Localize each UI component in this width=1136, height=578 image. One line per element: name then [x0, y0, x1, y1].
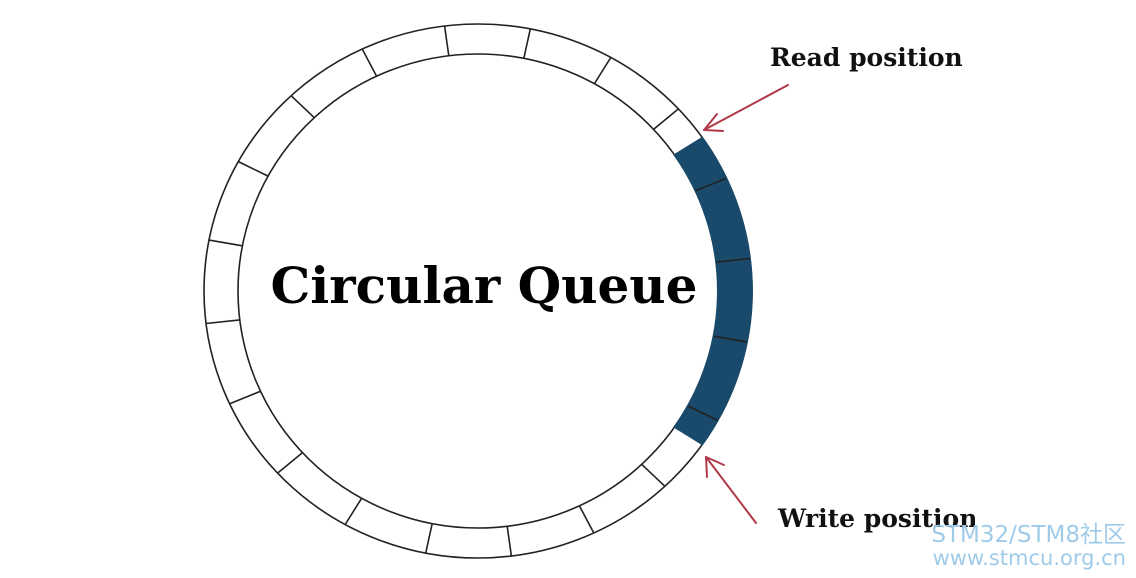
slot-divider-tick — [361, 48, 378, 77]
diagram-title: Circular Queue — [271, 256, 698, 315]
slot-divider-tick — [205, 319, 240, 325]
watermark-url: www.stmcu.org.cn — [933, 546, 1126, 570]
slot-divider-tick — [713, 335, 748, 343]
slot-divider-tick — [277, 451, 304, 474]
slot-divider-tick — [290, 95, 315, 119]
read-position-arrow — [703, 84, 789, 132]
watermark-site-name: STM32/STM8社区 — [931, 522, 1126, 548]
slot-divider-tick — [687, 405, 718, 422]
write-position-label: Write position — [777, 504, 977, 533]
slot-divider-tick — [523, 28, 532, 59]
read-position-label: Read position — [770, 43, 963, 72]
slot-divider-tick — [238, 160, 269, 177]
slot-divider-tick — [443, 25, 450, 56]
occupied-slots-segment — [673, 136, 753, 446]
slot-divider-tick — [652, 108, 679, 131]
slot-divider-tick — [593, 57, 612, 85]
write-position-arrow — [705, 456, 757, 524]
slot-divider-tick — [229, 390, 261, 405]
slot-divider-tick — [641, 463, 666, 487]
slot-divider-tick — [344, 497, 363, 525]
slot-divider-tick — [716, 257, 751, 263]
slot-divider-tick — [506, 526, 513, 557]
slot-divider-tick — [695, 177, 727, 192]
slot-divider-tick — [578, 505, 595, 534]
slot-dividers — [205, 25, 751, 557]
slot-divider-tick — [208, 239, 243, 247]
slot-divider-tick — [424, 523, 433, 554]
